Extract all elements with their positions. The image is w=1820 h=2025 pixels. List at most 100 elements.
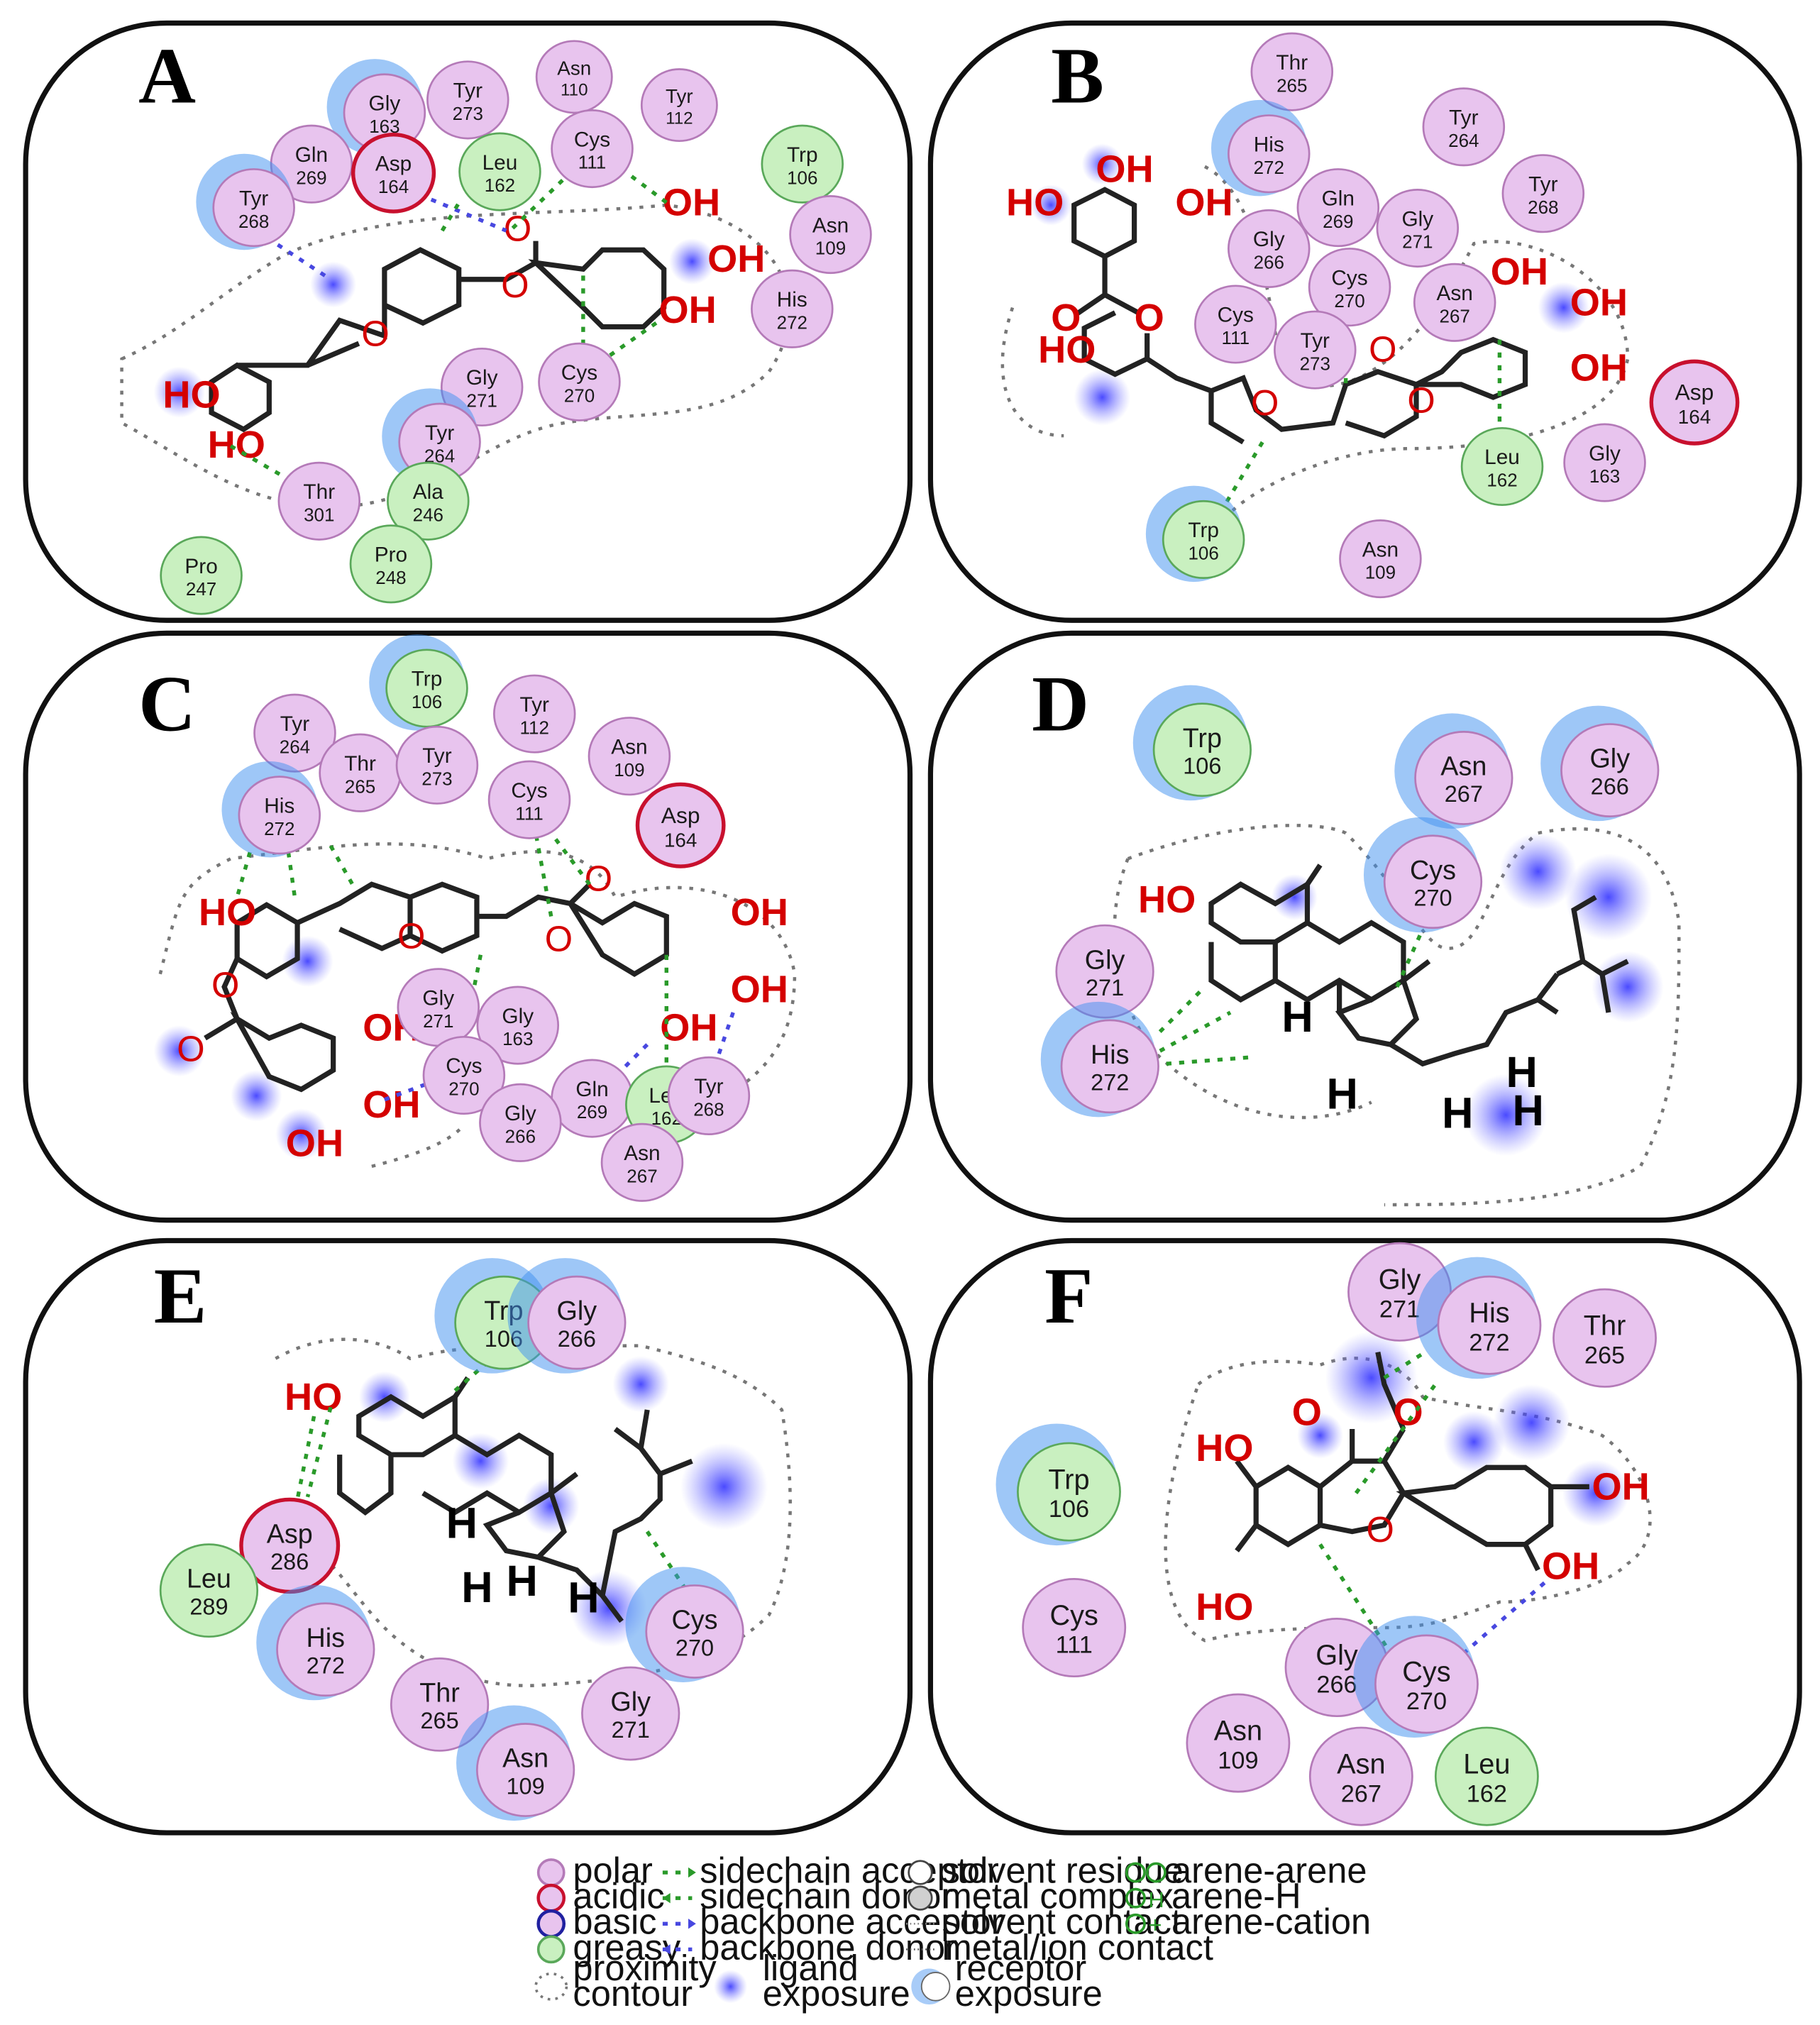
residue-number: 272 — [1254, 157, 1284, 178]
residue-disc — [1552, 1288, 1657, 1388]
residue-number: 111 — [515, 802, 544, 824]
residue-name: Thr — [344, 752, 376, 776]
residue-name: Tyr — [1301, 329, 1330, 353]
atom-label: O — [397, 916, 425, 956]
residue-name: Gly — [1253, 228, 1285, 251]
legend-polar-swatch — [536, 1858, 566, 1887]
legend-arene-h-label: arene-H — [1171, 1876, 1301, 1916]
residue-disc — [1162, 500, 1245, 580]
residue-name: His — [777, 288, 807, 311]
residue-name: Leu — [1484, 446, 1520, 469]
residue-name: Tyr — [694, 1075, 723, 1098]
residue-number: 269 — [296, 167, 326, 188]
residue-disc — [479, 1083, 562, 1162]
residue-name: His — [1469, 1298, 1509, 1329]
residue-name: Cys — [1218, 304, 1254, 327]
atom-label: H — [1512, 1086, 1543, 1135]
residue-disc — [1296, 168, 1380, 248]
residue-name: Cys — [1402, 1656, 1450, 1687]
residue-name: Tyr — [425, 421, 454, 445]
legend-arene-icon — [1145, 1862, 1167, 1883]
residue-name: Trp — [787, 143, 818, 167]
residue-disc — [1383, 834, 1483, 929]
atom-label: HO — [1038, 329, 1096, 371]
residue-name: Pro — [375, 544, 407, 567]
residue-number: 106 — [1183, 754, 1221, 779]
residue-disc — [1228, 114, 1311, 194]
residue-disc — [390, 1657, 490, 1752]
legend-basic-swatch — [536, 1909, 566, 1938]
residue-number: 272 — [1091, 1070, 1129, 1096]
atom-label: OH — [660, 1007, 717, 1049]
residue-name: Tyr — [1528, 173, 1557, 197]
residue-number: 163 — [1589, 465, 1620, 487]
legend-receptor-exposure-label-1: receptor — [955, 1948, 1087, 1988]
residue-disc — [476, 986, 560, 1065]
residue-number: 289 — [189, 1594, 228, 1619]
legend-arrowhead — [662, 1892, 671, 1904]
residue-disc — [527, 1275, 627, 1370]
legend-h-glyph: H — [1148, 1887, 1164, 1912]
residue-number: 272 — [777, 312, 807, 333]
residue-disc — [1152, 702, 1252, 798]
residue-disc — [1274, 310, 1357, 390]
residue-name: Tyr — [1449, 106, 1478, 130]
residue-number: 271 — [1086, 975, 1124, 1000]
residue-disc — [1563, 423, 1646, 502]
legend-receptor-exposure-label-2: exposure — [955, 1973, 1103, 2014]
atom-label: O — [585, 858, 612, 898]
residue-number: 273 — [453, 103, 483, 124]
panel-letter-a: A — [138, 33, 196, 121]
legend-greasy-swatch — [536, 1935, 566, 1964]
residue-name: Gly — [1401, 207, 1433, 231]
residue-number: 111 — [1222, 327, 1250, 348]
residue-disc — [1422, 87, 1506, 167]
panel-frame-e — [23, 1237, 913, 1836]
legend-backbone-acceptor-label: backbone acceptor — [700, 1902, 1003, 1942]
residue-name: His — [1254, 133, 1284, 157]
legend-solvent: solvent residue metal complex solvent co… — [906, 1850, 1213, 2014]
residue-number: 268 — [693, 1099, 724, 1120]
legend-ligand-exposure-label-1: ligand — [763, 1948, 859, 1988]
residue-number: 301 — [304, 504, 334, 525]
residue-name: Cys — [1331, 266, 1367, 289]
legend-solvent-contact-label: solvent contact — [942, 1902, 1181, 1942]
residue-name: Gly — [1379, 1264, 1421, 1296]
residue-number: 270 — [1334, 290, 1364, 311]
residue-name: Thr — [1276, 51, 1308, 75]
legend-interactions: sidechain acceptor sidechain donor backb… — [662, 1850, 1003, 2014]
panel-frame-f — [927, 1237, 1802, 1836]
residue-number: 268 — [238, 211, 269, 232]
atom-label: O — [211, 964, 239, 1005]
residue-name: His — [1091, 1039, 1130, 1069]
residue-name: Asp — [267, 1519, 313, 1549]
residue-number: 162 — [1487, 470, 1517, 491]
legend-residue-types: polar acidic basic greasy proximity cont… — [534, 1850, 717, 2014]
residue-name: Trp — [1183, 723, 1222, 753]
residue-name: Tyr — [453, 79, 482, 103]
residue-disc — [159, 1543, 259, 1638]
residue-name: Asp — [661, 802, 700, 828]
residue-disc — [385, 649, 468, 728]
